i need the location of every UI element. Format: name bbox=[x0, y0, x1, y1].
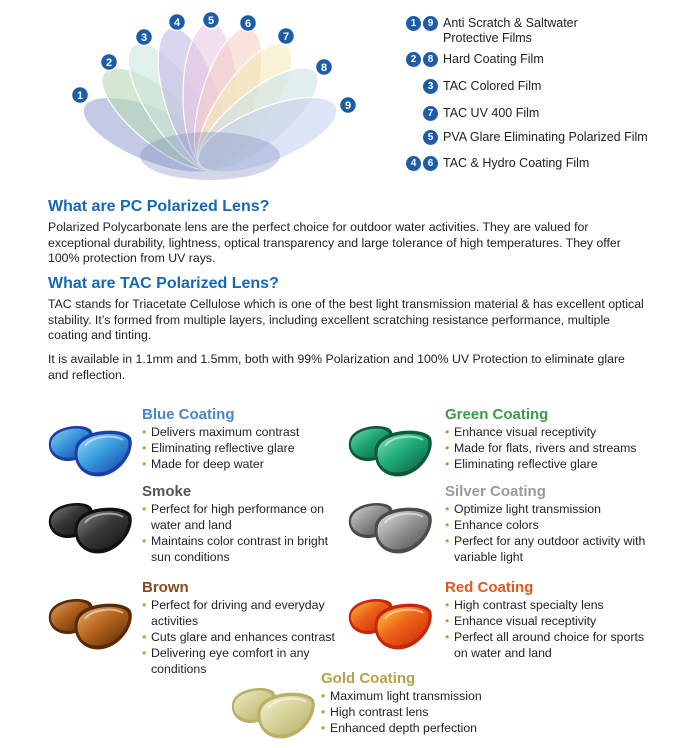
layer-number-badge: 7 bbox=[276, 26, 296, 46]
legend-badges: 5 bbox=[400, 130, 438, 145]
coating-title: Gold Coating bbox=[321, 670, 416, 687]
svg-text:3: 3 bbox=[141, 32, 147, 44]
coating-features: Perfect for driving and everyday activit… bbox=[142, 597, 342, 677]
number-badge: 6 bbox=[423, 156, 438, 171]
legend-item: 3 TAC Colored Film bbox=[400, 79, 683, 94]
number-badge: 5 bbox=[423, 130, 438, 145]
coating-feature: Maintains color contrast in bright sun c… bbox=[142, 533, 342, 565]
coating-feature: Cuts glare and enhances contrast bbox=[142, 629, 342, 645]
layer-number-badge: 2 bbox=[99, 52, 119, 72]
svg-text:5: 5 bbox=[208, 15, 214, 27]
svg-text:7: 7 bbox=[283, 31, 289, 43]
coating-feature: Perfect for any outdoor activity with va… bbox=[445, 533, 650, 565]
layer-number-badge: 4 bbox=[167, 12, 187, 32]
coating-features: Delivers maximum contrastEliminating ref… bbox=[142, 424, 342, 472]
coating-feature: Optimize light transmission bbox=[445, 501, 650, 517]
legend-label: TAC UV 400 Film bbox=[443, 106, 540, 120]
tac-section-heading: What are TAC Polarized Lens? bbox=[48, 275, 279, 292]
svg-text:8: 8 bbox=[321, 62, 327, 74]
layer-number-badge: 6 bbox=[238, 13, 258, 33]
coating-feature: Delivers maximum contrast bbox=[142, 424, 342, 440]
tac-availability-text: It is available in 1.1mm and 1.5mm, both… bbox=[48, 352, 625, 382]
number-badge: 8 bbox=[423, 52, 438, 67]
coating-feature: Maximum light transmission bbox=[321, 688, 521, 704]
coating-feature: Made for flats, rivers and streams bbox=[445, 440, 655, 456]
coating-feature: Eliminating reflective glare bbox=[142, 440, 342, 456]
number-badge: 2 bbox=[406, 52, 421, 67]
legend-label: Anti Scratch & Saltwater Protective Film… bbox=[443, 16, 578, 45]
coating-feature: Perfect all around choice for sports on … bbox=[445, 629, 645, 661]
lens-image bbox=[48, 426, 132, 477]
svg-text:9: 9 bbox=[345, 100, 351, 112]
coating-feature: Perfect for driving and everyday activit… bbox=[142, 597, 342, 629]
coating-feature: Enhanced depth perfection bbox=[321, 720, 521, 736]
legend-badges: 3 bbox=[400, 79, 438, 94]
layer-number-badge: 9 bbox=[338, 95, 358, 115]
lens-layers-illustration: 1 2 3 4 5 6 7 8 9 bbox=[60, 8, 380, 183]
legend-label: Hard Coating Film bbox=[443, 52, 544, 66]
number-badge: 4 bbox=[406, 156, 421, 171]
legend-label: PVA Glare Eliminating Polarized Film bbox=[443, 130, 648, 144]
legend-item: 7 TAC UV 400 Film bbox=[400, 106, 683, 121]
legend-item: 5 PVA Glare Eliminating Polarized Film bbox=[400, 130, 683, 145]
lens-image bbox=[348, 599, 432, 650]
number-badge: 1 bbox=[406, 16, 421, 31]
coating-features: Maximum light transmissionHigh contrast … bbox=[321, 688, 521, 736]
lens-image bbox=[348, 426, 432, 477]
lens-layer bbox=[197, 96, 338, 173]
lens-stack-base bbox=[140, 132, 280, 180]
coating-title: Green Coating bbox=[445, 406, 549, 423]
number-badge: 3 bbox=[423, 79, 438, 94]
coating-features: Perfect for high performance on water an… bbox=[142, 501, 342, 565]
coating-feature: Delivering eye comfort in any conditions bbox=[142, 645, 342, 677]
coating-features: Optimize light transmissionEnhance color… bbox=[445, 501, 650, 565]
coating-feature: High contrast lens bbox=[321, 704, 521, 720]
lens-image bbox=[48, 503, 132, 554]
coating-feature: Made for deep water bbox=[142, 456, 342, 472]
tac-section-text: TAC stands for Triacetate Cellulose whic… bbox=[48, 297, 644, 342]
coating-title: Red Coating bbox=[445, 579, 534, 596]
coating-feature: Enhance visual receptivity bbox=[445, 613, 645, 629]
svg-text:1: 1 bbox=[77, 90, 83, 102]
lens-image bbox=[231, 688, 315, 739]
coating-feature: Eliminating reflective glare bbox=[445, 456, 655, 472]
pc-section-heading: What are PC Polarized Lens? bbox=[48, 198, 270, 215]
coating-features: High contrast specialty lensEnhance visu… bbox=[445, 597, 645, 661]
coating-feature: Enhance colors bbox=[445, 517, 650, 533]
coating-feature: Enhance visual receptivity bbox=[445, 424, 655, 440]
layer-number-badge: 5 bbox=[201, 10, 221, 30]
layer-number-badge: 8 bbox=[314, 57, 334, 77]
coating-title: Brown bbox=[142, 579, 189, 596]
coating-title: Smoke bbox=[142, 483, 192, 500]
legend-label: TAC & Hydro Coating Film bbox=[443, 156, 590, 170]
coating-title: Blue Coating bbox=[142, 406, 235, 423]
legend-label: TAC Colored Film bbox=[443, 79, 542, 93]
coating-title: Silver Coating bbox=[445, 483, 546, 500]
layer-number-badge: 3 bbox=[134, 27, 154, 47]
legend-badges: 7 bbox=[400, 106, 438, 121]
svg-text:4: 4 bbox=[174, 17, 181, 29]
coating-features: Enhance visual receptivityMade for flats… bbox=[445, 424, 655, 472]
number-badge: 9 bbox=[423, 16, 438, 31]
lens-image bbox=[348, 503, 432, 554]
svg-text:2: 2 bbox=[106, 57, 112, 69]
coating-feature: Perfect for high performance on water an… bbox=[142, 501, 342, 533]
layer-number-badge: 1 bbox=[70, 85, 90, 105]
coating-feature: High contrast specialty lens bbox=[445, 597, 645, 613]
lens-image bbox=[48, 599, 132, 650]
svg-text:6: 6 bbox=[245, 18, 251, 30]
pc-section-text: Polarized Polycarbonate lens are the per… bbox=[48, 220, 621, 265]
number-badge: 7 bbox=[423, 106, 438, 121]
